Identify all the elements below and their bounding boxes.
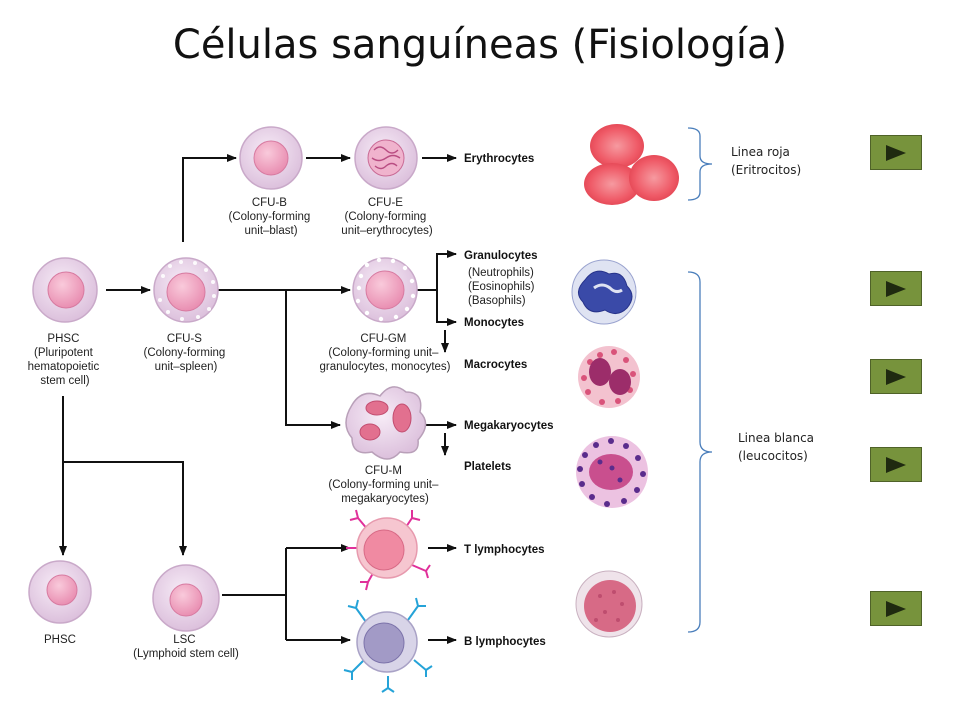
lymphocyte-image	[575, 570, 643, 638]
t-lymphocytes-label: T lymphocytes	[464, 544, 545, 556]
eosinophil-image	[578, 346, 640, 408]
play-icon	[886, 145, 906, 161]
erythrocytes-image	[584, 124, 679, 205]
cfu-gm-label: CFU-GM (Colony-forming unit– granulocyte…	[319, 333, 450, 373]
t-lymphocyte-cell	[346, 509, 431, 591]
cfu-s-cell	[153, 257, 219, 323]
granulocyte-types-label: (Neutrophils) (Eosinophils) (Basophils)	[468, 267, 538, 307]
lsc-label: LSC (Lymphoid stem cell)	[133, 634, 239, 660]
play-button-basophils[interactable]	[870, 447, 922, 482]
basophil-image	[576, 436, 648, 508]
red-line-label: Linea roja (Eritrocitos)	[731, 145, 802, 177]
cfu-s-label: CFU-S (Colony-forming unit–spleen)	[143, 333, 228, 373]
cfu-m-label: CFU-M (Colony-forming unit– megakaryocyt…	[328, 465, 441, 505]
connector-lines	[59, 154, 457, 644]
neutrophil-image	[571, 259, 637, 325]
play-icon	[886, 369, 906, 385]
phsc-2-label: PHSC	[44, 634, 76, 646]
monocytes-label: Monocytes	[464, 317, 524, 329]
cfu-b-label: CFU-B (Colony-forming unit–blast)	[228, 197, 313, 237]
platelets-label: Platelets	[464, 461, 511, 473]
phsc-cell	[32, 257, 98, 323]
slide-title: Células sanguíneas (Fisiología)	[172, 22, 788, 68]
play-button-lymphocytes[interactable]	[870, 591, 922, 626]
megakaryocytes-label: Megakaryocytes	[464, 420, 554, 432]
cfu-m-cell	[345, 386, 427, 460]
play-button-erythrocytes[interactable]	[870, 135, 922, 170]
phsc-cell-2	[28, 560, 92, 624]
play-button-eosinophils[interactable]	[870, 359, 922, 394]
play-icon	[886, 281, 906, 297]
play-button-neutrophils[interactable]	[870, 271, 922, 306]
granulocytes-label: Granulocytes	[464, 250, 538, 262]
red-line-brace	[687, 127, 713, 201]
lsc-cell	[152, 564, 220, 632]
phsc-label: PHSC (Pluripotent hematopoietic stem cel…	[28, 333, 103, 387]
macrocytes-label: Macrocytes	[464, 359, 527, 371]
b-lymphocyte-cell	[343, 597, 433, 693]
cfu-e-label: CFU-E (Colony-forming unit–erythrocytes)	[341, 197, 433, 237]
white-line-brace	[687, 271, 713, 633]
cfu-e-cell	[354, 126, 418, 190]
cfu-b-cell	[239, 126, 303, 190]
b-lymphocytes-label: B lymphocytes	[464, 636, 546, 648]
white-line-label: Linea blanca (leucocitos)	[738, 431, 815, 463]
play-icon	[886, 601, 906, 617]
play-icon	[886, 457, 906, 473]
cfu-gm-cell	[352, 257, 418, 323]
erythrocytes-label: Erythrocytes	[464, 153, 534, 165]
